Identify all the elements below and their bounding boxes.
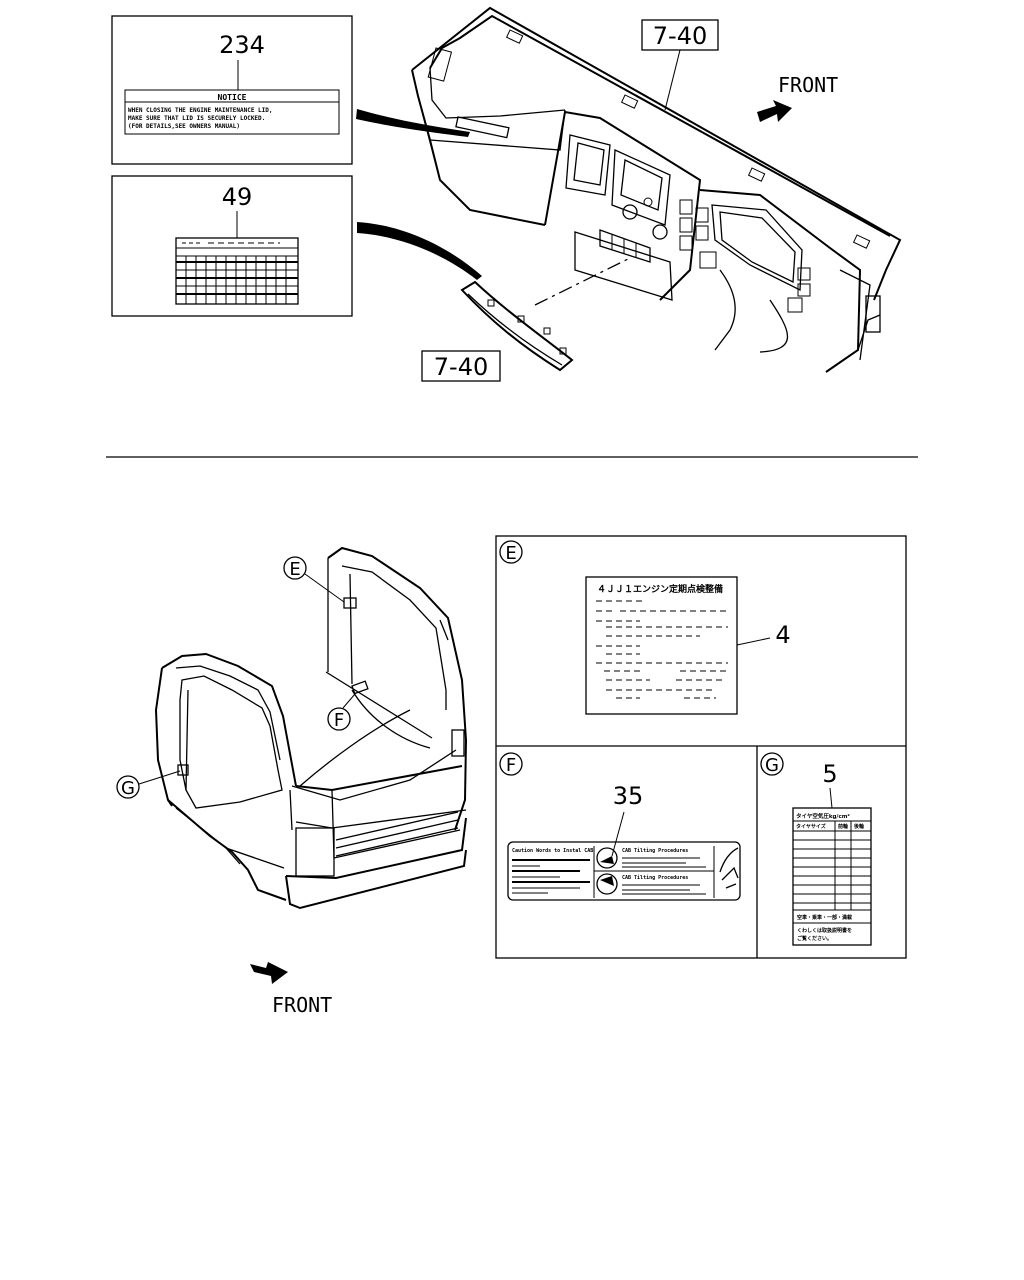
detail-panels	[495, 535, 907, 959]
label-5-footer-3: ご覧ください。	[797, 935, 832, 942]
view-marker-g: G	[116, 770, 181, 799]
marker-e-label: E	[289, 559, 300, 580]
dashboard-assembly	[411, 6, 902, 373]
panel-g-marker: G	[765, 755, 779, 776]
label-5-heading: タイヤ空気圧kg/cm²	[796, 812, 850, 820]
label-5-footer-2: くわしくは取扱説明書を	[797, 927, 852, 934]
front-direction-top: FRONT	[757, 73, 838, 122]
detail-panel-g: G 5 タイヤ空気圧kg/cm² タイヤサイズ 前輪 後輪 空車・乗車・一部・満…	[760, 752, 872, 946]
label-5-footer-1: 空車・乗車・一部・満載	[797, 914, 852, 921]
grid-label-49	[175, 237, 299, 305]
glove-box-lid	[460, 280, 574, 372]
notice-heading: NOTICE	[218, 93, 247, 102]
callout-box-7-40-bottom: 7-40	[421, 350, 501, 382]
front-arrow-icon-bottom	[250, 962, 288, 984]
notice-line-2: MAKE SURE THAT LID IS SECURELY LOCKED.	[128, 115, 265, 122]
label-35-right-heading-top: CAB Tilting Procedures	[622, 848, 688, 854]
callout-234: 234	[219, 31, 265, 59]
panel-e-marker: E	[505, 543, 516, 564]
label-5-col-1: タイヤサイズ	[796, 823, 826, 830]
dash-leader-top	[664, 49, 681, 111]
panel-f-marker: F	[506, 755, 516, 776]
front-direction-bottom: FRONT	[250, 962, 332, 1017]
marker-f-label: F	[334, 710, 344, 731]
callout-49: 49	[222, 183, 253, 211]
detail-box-234: 234 NOTICE WHEN CLOSING THE ENGINE MAINT…	[111, 15, 353, 165]
pointer-arrow-234	[356, 109, 470, 137]
callout-7-40-top: 7-40	[653, 22, 707, 50]
label-5-col-2: 前輪	[838, 823, 849, 830]
label-4: ４ＪＪ１エンジン定期点検整備	[585, 576, 738, 715]
label-5-col-3: 後輪	[854, 823, 865, 830]
callout-35: 35	[613, 782, 644, 810]
label-4-heading: ４ＪＪ１エンジン定期点検整備	[597, 583, 723, 595]
label-35-right-heading-bottom: CAB Tilting Procedures	[622, 875, 688, 881]
notice-line-3: (FOR DETAILS,SEE OWNERS MANUAL)	[128, 123, 240, 130]
detail-box-49: 49	[111, 175, 353, 317]
callout-5: 5	[822, 760, 837, 788]
detail-panel-f: F 35 Caution Words to Instal CAB CAB Til…	[499, 752, 741, 901]
view-marker-e: E	[283, 556, 345, 603]
notice-line-1: WHEN CLOSING THE ENGINE MAINTENANCE LID,	[128, 107, 273, 114]
view-marker-f: F	[327, 693, 356, 731]
label-35: Caution Words to Instal CAB CAB Tilting …	[507, 841, 741, 901]
label-5: タイヤ空気圧kg/cm² タイヤサイズ 前輪 後輪 空車・乗車・一部・満載 くわ…	[792, 807, 872, 946]
front-label-top: FRONT	[778, 73, 838, 97]
front-arrow-icon-top	[757, 100, 792, 122]
callout-4: 4	[775, 621, 790, 649]
callout-box-7-40-top: 7-40	[641, 19, 719, 51]
pointer-arrow-49	[357, 222, 482, 280]
front-label-bottom: FRONT	[272, 993, 332, 1017]
detail-panel-e: E ４ＪＪ１エンジン定期点検整備 4	[499, 540, 791, 715]
glove-box-leader	[534, 257, 631, 306]
notice-label: NOTICE WHEN CLOSING THE ENGINE MAINTENAN…	[124, 89, 340, 135]
cab-body	[154, 546, 468, 910]
label-35-left-heading: Caution Words to Instal CAB	[512, 848, 593, 854]
callout-7-40-bottom: 7-40	[434, 353, 488, 381]
marker-g-label: G	[121, 778, 135, 799]
